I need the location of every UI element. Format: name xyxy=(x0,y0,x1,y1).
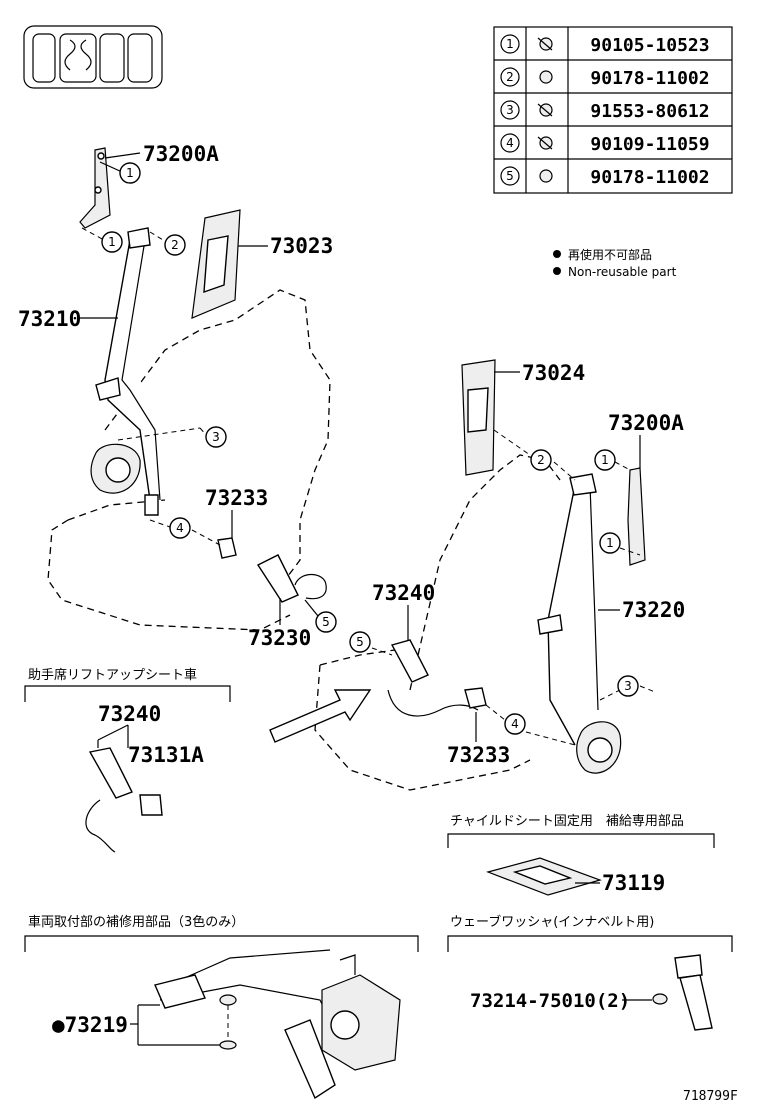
callout-c2: 2 xyxy=(530,449,552,471)
buckle-73240-center xyxy=(387,639,487,717)
callout-number: 1 xyxy=(108,235,116,249)
callout-number: 1 xyxy=(606,536,614,550)
fastener-icon xyxy=(537,136,553,150)
parts-table-row: 1 90105-10523 xyxy=(500,34,710,56)
row-number: 2 xyxy=(506,70,514,84)
callout-circle xyxy=(500,100,520,120)
callout-c3: 3 xyxy=(617,675,639,697)
callout-c4: 4 xyxy=(504,713,526,735)
callout-c5: 5 xyxy=(349,631,371,653)
seat-outline xyxy=(47,289,331,631)
rear-seat-outline xyxy=(314,454,561,791)
label-73240-inset: 73240 xyxy=(98,702,161,726)
callout-number: 2 xyxy=(537,453,545,467)
section-wave-washer-title: ウェーブワッシャ(インナベルト用) xyxy=(450,914,654,930)
label-73024: 73024 xyxy=(522,361,585,385)
row-part-number: 90178-11002 xyxy=(590,167,709,188)
bolt-73233-left xyxy=(217,537,237,559)
seat-position-icon xyxy=(23,25,163,89)
callout-number: 2 xyxy=(171,238,179,252)
garnish-73023 xyxy=(191,209,241,319)
fastener-icon xyxy=(537,37,553,51)
callout-c1: 1 xyxy=(594,449,616,471)
row-part-number: 90178-11002 xyxy=(590,68,709,89)
reference-code: 718799F xyxy=(683,1089,738,1104)
callout-c1: 1 xyxy=(119,162,141,184)
row-number: 4 xyxy=(506,136,514,150)
label-73233-center: 73233 xyxy=(447,743,510,767)
label-73131a: 73131A xyxy=(128,743,204,767)
row-part-number: 91553-80612 xyxy=(590,101,709,122)
label-73230: 73230 xyxy=(248,626,311,650)
section-vehicle-repair-title: 車両取付部の補修用部品（3色のみ） xyxy=(28,914,244,930)
inset-liftup: 助手席リフトアップシート車 73240 73131A xyxy=(24,667,231,853)
callout-number: 5 xyxy=(356,635,364,649)
callout-c2: 2 xyxy=(164,234,186,256)
row-number: 5 xyxy=(506,169,514,183)
anchor-73200a-right xyxy=(627,467,646,566)
parts-table-row: 4 90109-11059 xyxy=(500,133,710,155)
label-73220: 73220 xyxy=(622,598,685,622)
callout-number: 4 xyxy=(176,521,184,535)
belt-assembly-73210 xyxy=(90,227,161,516)
label-73233-left: 73233 xyxy=(205,486,268,510)
inset-wave-washer: ウェーブワッシャ(インナベルト用) 73214-75010(2) xyxy=(447,914,733,1031)
label-73219: ●73219 xyxy=(52,1013,128,1037)
legend-jp: 再使用不可部品 xyxy=(568,247,652,262)
callout-number: 1 xyxy=(126,166,134,180)
buckle-73230 xyxy=(256,554,327,603)
row-number: 1 xyxy=(506,37,514,51)
row-part-number: 90109-11059 xyxy=(590,134,709,155)
label-73214: 73214-75010(2) xyxy=(470,990,630,1012)
label-73240-center: 73240 xyxy=(372,581,435,605)
label-73210: 73210 xyxy=(18,307,81,331)
fastener-icon xyxy=(539,169,553,183)
label-73200a-left: 73200A xyxy=(143,142,219,166)
label-73200a-right: 73200A xyxy=(608,411,684,435)
inset-vehicle-repair: 車両取付部の補修用部品（3色のみ） ●73219 xyxy=(24,914,419,1100)
callout-c1: 1 xyxy=(599,532,621,554)
row-number: 3 xyxy=(506,103,514,117)
callout-number: 3 xyxy=(212,430,220,444)
anchor-73200a-left xyxy=(79,147,111,229)
direction-arrow xyxy=(269,689,372,743)
callout-number: 4 xyxy=(511,717,519,731)
row-part-number: 90105-10523 xyxy=(590,35,709,56)
label-73023: 73023 xyxy=(270,234,333,258)
callout-circle xyxy=(500,166,520,186)
label-73119: 73119 xyxy=(602,871,665,895)
callout-number: 3 xyxy=(624,679,632,693)
section-liftup-title: 助手席リフトアップシート車 xyxy=(28,667,197,683)
callout-circle xyxy=(500,67,520,87)
callout-c1: 1 xyxy=(101,231,123,253)
callout-circle xyxy=(500,34,520,54)
callout-circle xyxy=(500,133,520,153)
parts-table xyxy=(493,26,733,194)
callout-number: 1 xyxy=(601,453,609,467)
fastener-icon xyxy=(539,70,553,84)
callout-c5: 5 xyxy=(315,611,337,633)
fastener-icon xyxy=(537,103,553,117)
inset-childseat: チャイルドシート固定用 補給専用部品 73119 xyxy=(447,814,715,896)
parts-table-row: 2 90178-11002 xyxy=(500,67,710,89)
callout-c4: 4 xyxy=(169,517,191,539)
legend: 再使用不可部品 Non-reusable part xyxy=(553,247,677,279)
legend-en: Non-reusable part xyxy=(568,265,677,279)
callout-c3: 3 xyxy=(205,426,227,448)
parts-table-row: 3 91553-80612 xyxy=(500,100,710,122)
belt-assembly-73220 xyxy=(537,473,622,774)
callout-number: 5 xyxy=(322,615,330,629)
parts-table-row: 5 90178-11002 xyxy=(500,166,710,188)
garnish-73024 xyxy=(461,359,496,476)
section-childseat-title: チャイルドシート固定用 補給専用部品 xyxy=(450,814,684,829)
